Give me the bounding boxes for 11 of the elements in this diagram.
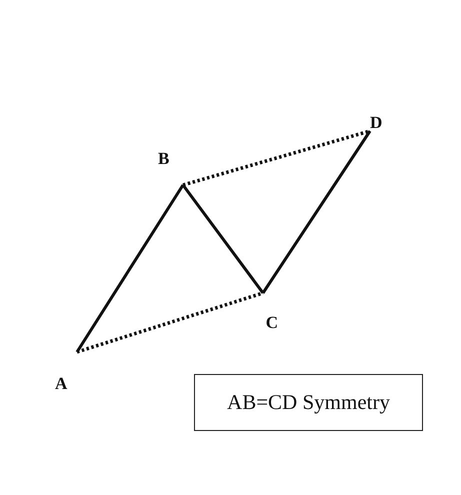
point-label: D: [370, 114, 382, 131]
dotted-line: [76, 291, 264, 354]
dotted-line: [182, 129, 370, 187]
caption-text: AB=CD Symmetry: [227, 392, 390, 413]
trend-line: [182, 184, 264, 294]
point-label: A: [55, 375, 68, 392]
trend-line: [262, 130, 372, 294]
trend-line: [76, 184, 184, 353]
point-label: B: [158, 150, 170, 167]
caption-box: [194, 374, 423, 431]
point-label: C: [266, 314, 278, 331]
